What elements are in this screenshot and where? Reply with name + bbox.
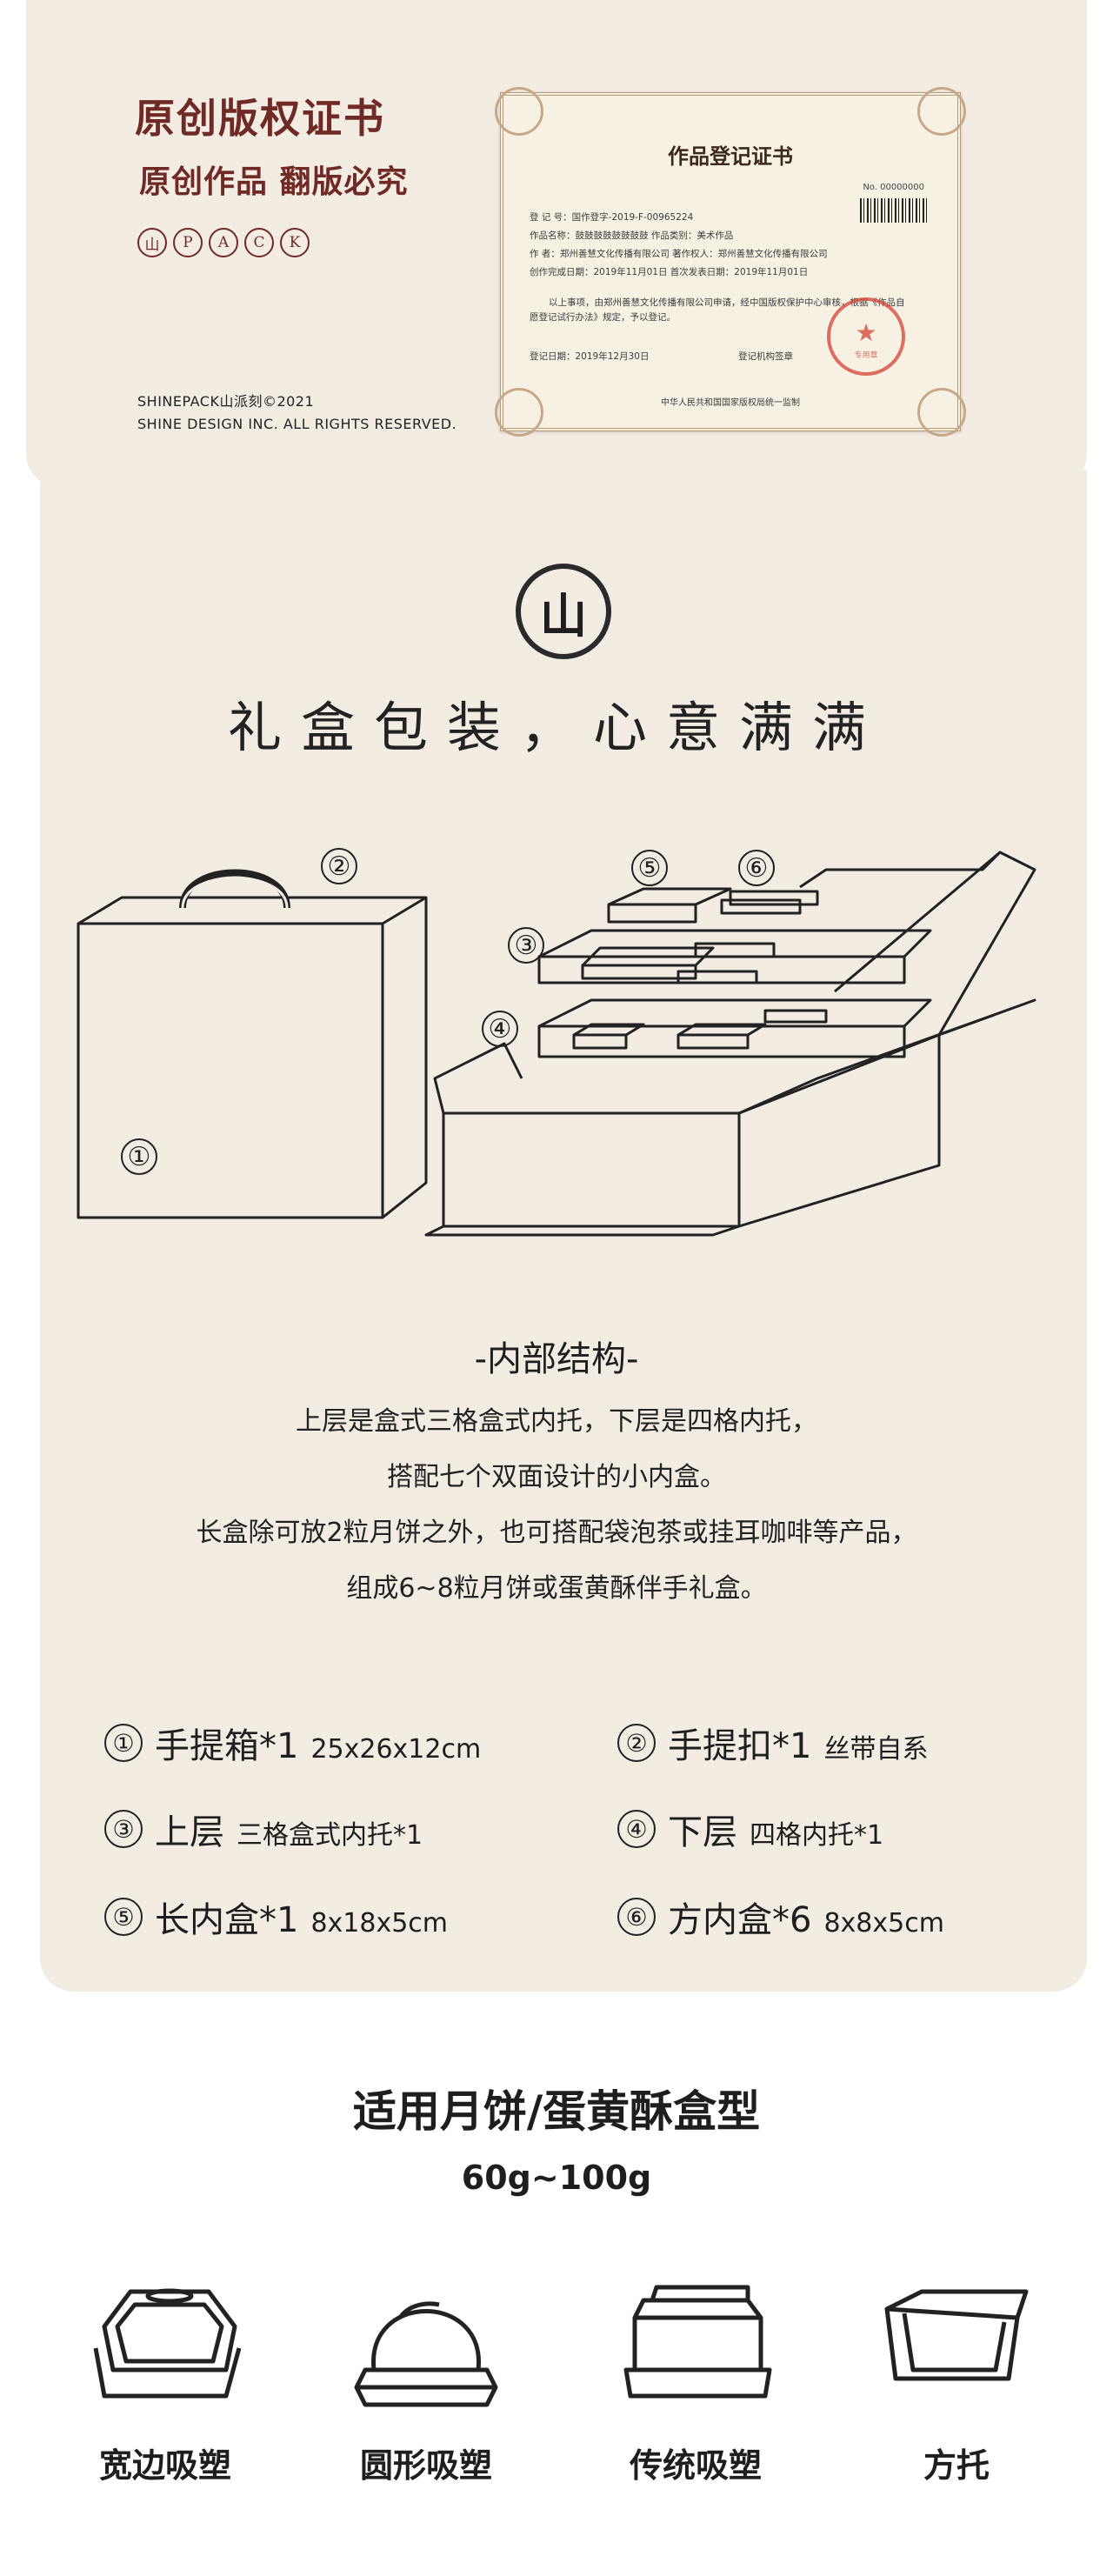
open-box-icon xyxy=(424,851,1036,1237)
description-line: 搭配七个双面设计的小内盒。 xyxy=(387,1462,726,1492)
label-4: ④ xyxy=(489,1014,512,1044)
spec-item: ④ 下层 四格内托*1 xyxy=(617,1804,883,1854)
certificate-title: 原创版权证书 xyxy=(135,95,385,142)
label-2: ② xyxy=(328,851,351,882)
barcode-icon xyxy=(860,198,928,223)
brand-letter: A xyxy=(209,228,238,257)
brand-letter: C xyxy=(244,228,274,257)
structure-title: -内部结构- xyxy=(474,1339,639,1379)
document-field: 创作完成日期：2019年11月01日 首次发表日期：2019年11月01日 xyxy=(530,267,809,277)
ornament-icon xyxy=(917,388,966,437)
wide-edge-tray-icon xyxy=(93,2288,242,2399)
document-date: 登记日期：2019年12月30日 xyxy=(530,351,650,362)
label-5: ⑤ xyxy=(638,853,662,884)
spec-item: ⑥ 方内盒*6 8x8x5cm xyxy=(617,1892,944,1942)
star-icon: ★ xyxy=(855,317,877,347)
document-field: 作 者：郑州善慧文化传播有限公司 著作权人：郑州善慧文化传播有限公司 xyxy=(530,249,828,259)
brand-letter: P xyxy=(173,228,203,257)
document-fields: 登 记 号：国作登字-2019-F-00965224 作品名称：鼓鼓鼓鼓鼓鼓鼓鼓… xyxy=(530,209,912,282)
ornament-icon xyxy=(917,87,966,136)
document-footer: 中华人民共和国国家版权局统一监制 xyxy=(661,398,800,408)
traditional-tray-icon xyxy=(623,2285,772,2399)
square-tray-icon xyxy=(884,2289,1029,2381)
description-line: 组成6~8粒月饼或蛋黄酥伴手礼盒。 xyxy=(346,1573,767,1604)
brand-letter: 山 xyxy=(137,228,167,257)
brand-letter: K xyxy=(280,228,310,257)
spec-item: ② 手提扣*1 丝带自系 xyxy=(617,1718,928,1768)
certificate-subtitle: 原创作品 翻版必究 xyxy=(139,164,409,200)
box-structure-illustration: ① ② ③ ④ ⑤ ⑥ xyxy=(77,848,1036,1237)
copyright-line: SHINE DESIGN INC. ALL RIGHTS RESERVED. xyxy=(137,416,457,432)
certificate-document: 作品登记证书 No. 00000000 登 记 号：国作登字-2019-F-00… xyxy=(495,87,966,437)
document-heading: 作品登记证书 xyxy=(668,143,793,169)
suitable-weight: 60g~100g xyxy=(461,2159,652,2197)
spec-item: ① 手提箱*1 25x26x12cm xyxy=(104,1718,481,1768)
tray-label: 宽边吸塑 xyxy=(98,2446,231,2485)
ornament-icon xyxy=(495,388,543,437)
round-tray-icon xyxy=(354,2301,498,2407)
brand-logo: 山 P A C K xyxy=(137,228,310,257)
label-1: ① xyxy=(128,1142,151,1172)
document-body: 以上事项，由郑州善慧文化传播有限公司申请，经中国版权保护中心审核，根据《作品自愿… xyxy=(530,297,905,323)
ornament-icon xyxy=(495,87,543,136)
slogan: 礼盒包装，心意满满 xyxy=(227,696,885,759)
description-line: 上层是盒式三格盒式内托，下层是四格内托， xyxy=(296,1406,817,1437)
description-line: 长盒除可放2粒月饼之外，也可搭配袋泡茶或挂耳咖啡等产品， xyxy=(196,1518,917,1548)
tray-label: 传统吸塑 xyxy=(629,2446,762,2485)
document-org: 登记机构签章 xyxy=(738,351,793,362)
suitable-title: 适用月饼/蛋黄酥盒型 xyxy=(352,2086,761,2137)
product-card xyxy=(40,470,1087,1992)
gift-box-icon xyxy=(77,869,428,1219)
document-number: No. 00000000 xyxy=(863,183,924,192)
document-field: 登 记 号：国作登字-2019-F-00965224 xyxy=(530,212,694,223)
brand-logo-icon: 山 xyxy=(516,564,611,659)
spec-item: ⑤ 长内盒*1 8x18x5cm xyxy=(104,1892,448,1942)
document-field: 作品名称：鼓鼓鼓鼓鼓鼓鼓鼓 作品类别：美术作品 xyxy=(530,230,734,241)
tray-label: 圆形吸塑 xyxy=(359,2446,492,2485)
label-6: ⑥ xyxy=(745,853,769,884)
label-3: ③ xyxy=(515,931,538,961)
copyright-line: SHINEPACK山派刻©2021 xyxy=(137,393,315,410)
seal-stamp-icon: ★ 专用章 xyxy=(827,297,905,376)
spec-item: ③ 上层 三格盒式内托*1 xyxy=(104,1804,423,1854)
tray-label: 方托 xyxy=(923,2446,990,2485)
structure-description: 上层是盒式三格盒式内托，下层是四格内托， 搭配七个双面设计的小内盒。 长盒除可放… xyxy=(0,1394,1113,1617)
